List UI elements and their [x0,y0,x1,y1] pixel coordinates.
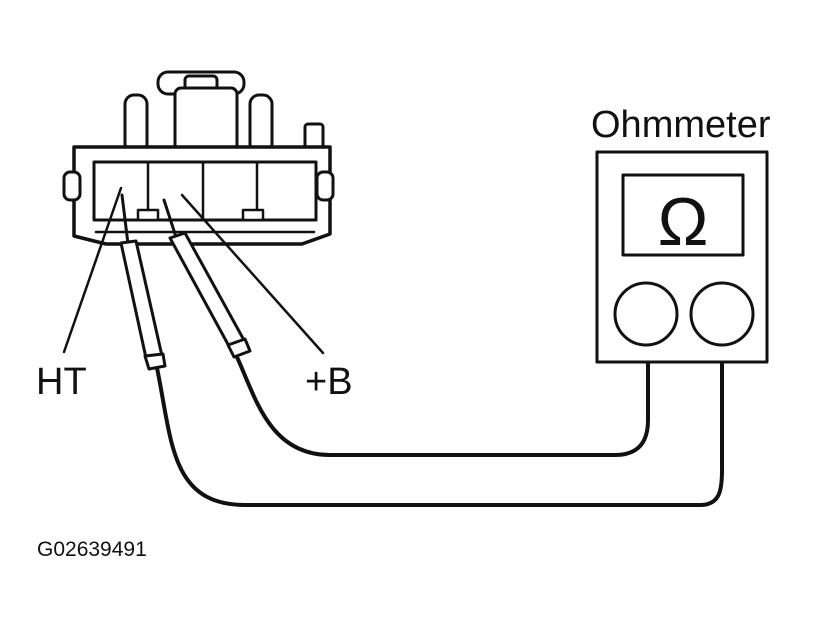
ohmmeter-jack-right [689,281,755,347]
connector-cavity-panel [92,160,318,222]
connector-latch-right [315,170,335,202]
connector-pillar-right [248,93,274,155]
probe-ht [119,193,167,371]
connector [62,70,335,246]
ohmmeter-title: Ohmmeter [591,104,771,146]
leader-line-b [180,193,325,355]
figure-id: G02639491 [37,538,147,561]
connector-pillar-left [123,93,149,155]
lead-wire-b [234,343,650,457]
terminal-label-ht: HT [36,361,87,403]
ohmmeter-jack-left [613,281,679,347]
lead-wire-ht [155,343,724,507]
ohmmeter-display [621,173,745,257]
leader-line-ht [62,186,123,354]
test-leads [155,343,724,507]
terminal-label-b: +B [305,361,353,403]
probe-b [162,198,252,359]
connector-latch-left [62,170,82,202]
ohmmeter: Ω [595,150,769,364]
omega-icon: Ω [658,184,709,260]
